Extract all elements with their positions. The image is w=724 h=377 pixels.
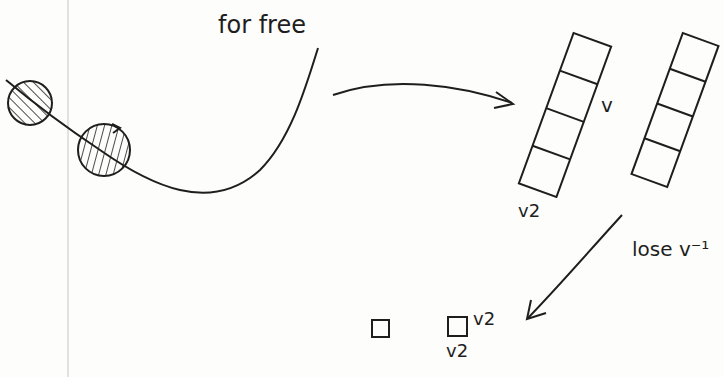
annotation-label: v2 [473, 309, 495, 330]
trajectory-curve [6, 48, 318, 193]
annotation-label: v2 [518, 201, 540, 222]
arrow-head [527, 300, 546, 319]
flow-arrow [528, 215, 622, 318]
annotation-label: lose v⁻¹ [632, 238, 709, 261]
small-cell [448, 317, 467, 336]
cell-column [519, 33, 611, 197]
flow-arrow [333, 84, 512, 103]
annotation-label: v [601, 94, 613, 117]
small-cell [372, 320, 389, 337]
hatched-ball [78, 124, 130, 176]
arrow-head [494, 92, 513, 108]
paper-margin [67, 0, 69, 377]
annotation-label: v2 [446, 341, 468, 362]
direction-tick [112, 124, 120, 133]
cell-column [631, 33, 718, 187]
annotation-label: for free [218, 12, 306, 40]
